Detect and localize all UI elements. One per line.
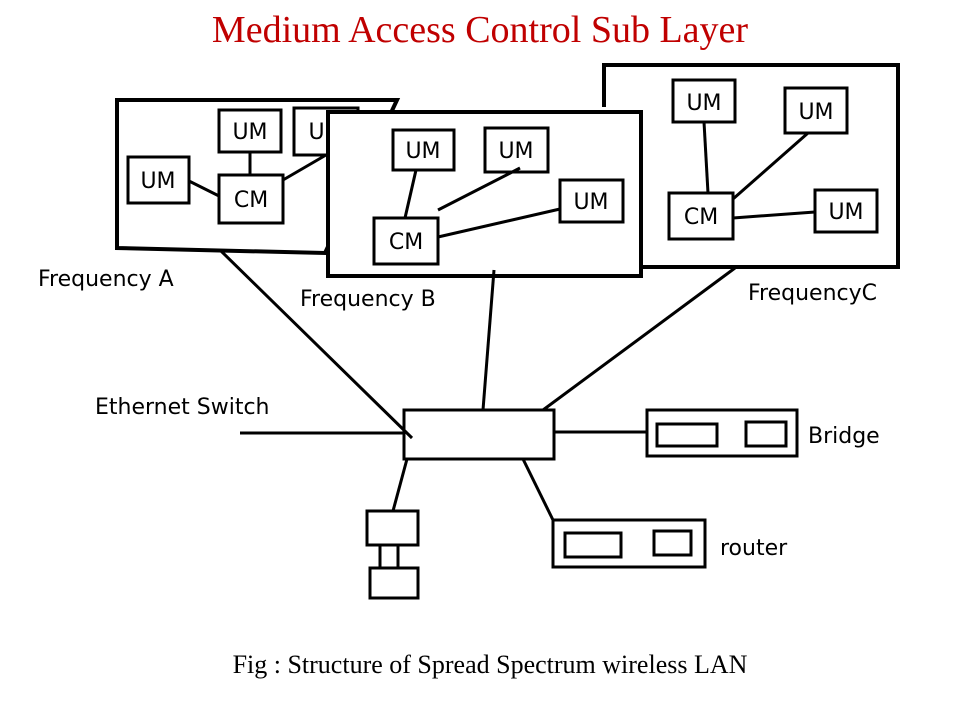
link-c-um-top-left-cm [702, 121, 710, 194]
cm-label: CM [684, 205, 718, 230]
um-label: UM [140, 169, 175, 194]
ethernet-switch-label: Ethernet Switch [95, 395, 270, 420]
figure-caption: Fig : Structure of Spread Spectrum wirel… [232, 650, 748, 679]
stacked-device-top [365, 509, 420, 547]
bridge-port-left [655, 422, 719, 448]
um-label: UM [798, 100, 833, 125]
frequency-c-label: FrequencyC [748, 281, 877, 306]
um-label: UM [232, 120, 267, 145]
link-frequency-b-switch [481, 269, 496, 411]
stacked-device-bottom [368, 566, 420, 600]
cm-label: CM [389, 230, 423, 255]
router-label: router [720, 536, 788, 561]
frequency-a-label: Frequency A [38, 267, 174, 292]
link-switch-stacked-device [391, 458, 409, 512]
bridge-label: Bridge [808, 424, 880, 449]
frequency-a-um-left [126, 155, 191, 205]
bridge-port-right [744, 420, 788, 448]
link-frequency-a-switch [219, 249, 414, 440]
link-b-um-right-cm [437, 207, 561, 239]
um-label: UM [828, 200, 863, 225]
link-b-um-mid-cm [437, 166, 521, 212]
frequency-b-um-right [558, 178, 625, 224]
link-c-um-right-cm [732, 210, 816, 220]
router-device [551, 518, 707, 569]
frequency-b-label: Frequency B [300, 287, 436, 312]
frequency-b-um-mid [483, 126, 550, 174]
link-frequency-c-switch [542, 266, 736, 412]
um-label: UM [405, 139, 440, 164]
router-port-left [563, 531, 623, 559]
bridge-device [645, 408, 799, 458]
link-b-um-left-cm [403, 169, 418, 219]
cm-label: CM [234, 188, 268, 213]
link-a-um-right-cm [282, 153, 327, 182]
frequency-a-region [115, 98, 401, 256]
frequency-b-um-left [391, 128, 456, 172]
frequency-c-um-right [813, 188, 879, 234]
link-c-um-top-right-cm [732, 131, 809, 201]
frequency-c-um-top-right [783, 86, 849, 135]
frequency-c-region [602, 63, 900, 269]
router-port-right [652, 529, 693, 557]
ethernet-switch [402, 408, 556, 461]
page-title: Medium Access Control Sub Layer [211, 9, 749, 51]
link-a-um-left-cm [188, 179, 220, 198]
um-label: UM [686, 91, 721, 116]
frequency-b-region [326, 110, 643, 278]
um-label: UM [573, 190, 608, 215]
um-label: UM [498, 139, 533, 164]
link-switch-router [521, 458, 555, 521]
frequency-c-cm [667, 191, 735, 241]
